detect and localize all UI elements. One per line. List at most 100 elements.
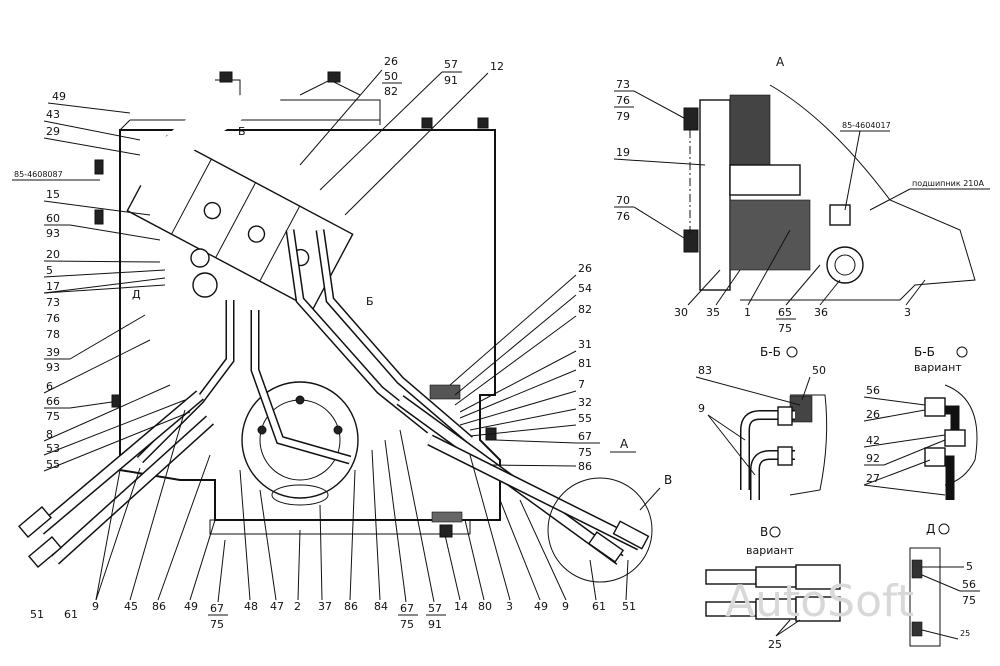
leader xyxy=(459,390,577,426)
hose-end-fitting xyxy=(612,520,650,550)
callout: 56 xyxy=(866,384,880,397)
callout: 83 xyxy=(698,364,712,377)
callout: 32 xyxy=(578,396,592,409)
callout: 75 xyxy=(400,618,414,631)
callout: 3 xyxy=(904,306,911,319)
leader xyxy=(217,539,226,603)
leader xyxy=(384,439,407,603)
view-bb-pipe-inner xyxy=(741,411,795,490)
callout: 66 xyxy=(46,395,60,408)
callout: 5 xyxy=(966,560,973,573)
hose-end-fitting xyxy=(587,531,625,563)
view-a-hatched-bottom xyxy=(729,199,811,271)
pump-bolt xyxy=(333,425,343,435)
callout: 17 xyxy=(46,280,60,293)
leader xyxy=(687,269,721,306)
leader xyxy=(464,519,485,601)
view-a-bolt xyxy=(683,229,699,253)
housing-outline xyxy=(119,129,501,521)
callout: 75 xyxy=(778,322,792,335)
callout: 82 xyxy=(384,85,398,98)
view-bb-variant-fitting xyxy=(924,397,946,417)
rotation-mark xyxy=(938,523,950,535)
bolt xyxy=(421,117,433,129)
section-mark: Д xyxy=(132,288,141,301)
leader xyxy=(785,264,821,306)
section-mark: А xyxy=(620,437,629,451)
callout: 86 xyxy=(344,600,358,613)
leader xyxy=(454,315,577,406)
callout: 91 xyxy=(444,74,458,87)
leader xyxy=(489,464,577,467)
callout: 1 xyxy=(744,306,751,319)
view-bb-pipe-inner xyxy=(751,451,795,500)
callout: 93 xyxy=(46,227,60,240)
hatched-seal xyxy=(429,384,461,400)
callout: 67 xyxy=(210,602,224,615)
callout: 5 xyxy=(46,264,53,277)
hose-right-2-inner xyxy=(427,435,643,550)
callout: 3 xyxy=(506,600,513,613)
callout: 75 xyxy=(578,446,592,459)
callout: 9 xyxy=(92,600,99,613)
leader xyxy=(707,414,756,476)
leader xyxy=(801,376,811,401)
leader xyxy=(43,411,191,472)
leader xyxy=(299,69,383,166)
leader xyxy=(95,467,141,601)
leader xyxy=(469,408,577,431)
callout: 7 xyxy=(578,378,585,391)
callout: 60 xyxy=(46,212,60,225)
callout: 54 xyxy=(578,282,592,295)
leader xyxy=(449,274,577,386)
leader xyxy=(844,130,861,211)
hose-end-fitting xyxy=(28,536,62,568)
callout: 82 xyxy=(578,303,592,316)
leader xyxy=(494,439,577,444)
callout: 75 xyxy=(46,410,60,423)
callout: 51 xyxy=(622,600,636,613)
view-bb-variant-body xyxy=(944,384,978,486)
callout: 55 xyxy=(46,458,60,471)
view-bb-fitting xyxy=(777,446,793,466)
view-bb-fitting xyxy=(777,406,793,426)
leader xyxy=(95,469,121,601)
view-bb-title: Б-Б xyxy=(760,345,781,359)
view-d-body xyxy=(909,547,941,647)
pipe-right-2-inner xyxy=(317,229,472,443)
leader xyxy=(43,200,151,216)
callout: 9 xyxy=(562,600,569,613)
leader xyxy=(319,71,443,191)
valve-section-line xyxy=(215,182,256,258)
callout: 75 xyxy=(962,594,976,607)
bolt xyxy=(94,209,104,225)
leader xyxy=(349,469,356,601)
callout: 35 xyxy=(706,306,720,319)
callout: 61 xyxy=(592,600,606,613)
callout: 76 xyxy=(616,210,630,223)
main-callouts: 49 43 29 85-4608087 15 60 93 20 5 17 73 … xyxy=(12,55,636,631)
callout: 26 xyxy=(866,408,880,421)
callout: 36 xyxy=(814,306,828,319)
callout: 6 xyxy=(46,380,53,393)
leader xyxy=(863,434,946,448)
callout: 80 xyxy=(478,600,492,613)
callout-note: 85-4608087 xyxy=(14,170,63,179)
callout: 49 xyxy=(52,90,66,103)
section-mark: Б xyxy=(366,295,374,308)
pump-bolt xyxy=(295,395,305,405)
bolt xyxy=(439,524,453,538)
hose-left-1-inner xyxy=(37,391,203,534)
leader xyxy=(695,376,801,406)
view-a-housing xyxy=(740,84,976,301)
leader xyxy=(715,269,741,306)
leader xyxy=(707,414,746,441)
view-v: В вариант 25 xyxy=(705,525,841,651)
leader xyxy=(43,269,166,278)
valve-fitting xyxy=(190,248,210,268)
leader xyxy=(444,534,461,601)
callout: 93 xyxy=(46,361,60,374)
callout: 56 xyxy=(962,578,976,591)
callout: 50 xyxy=(384,70,398,83)
callout: 75 xyxy=(210,618,224,631)
